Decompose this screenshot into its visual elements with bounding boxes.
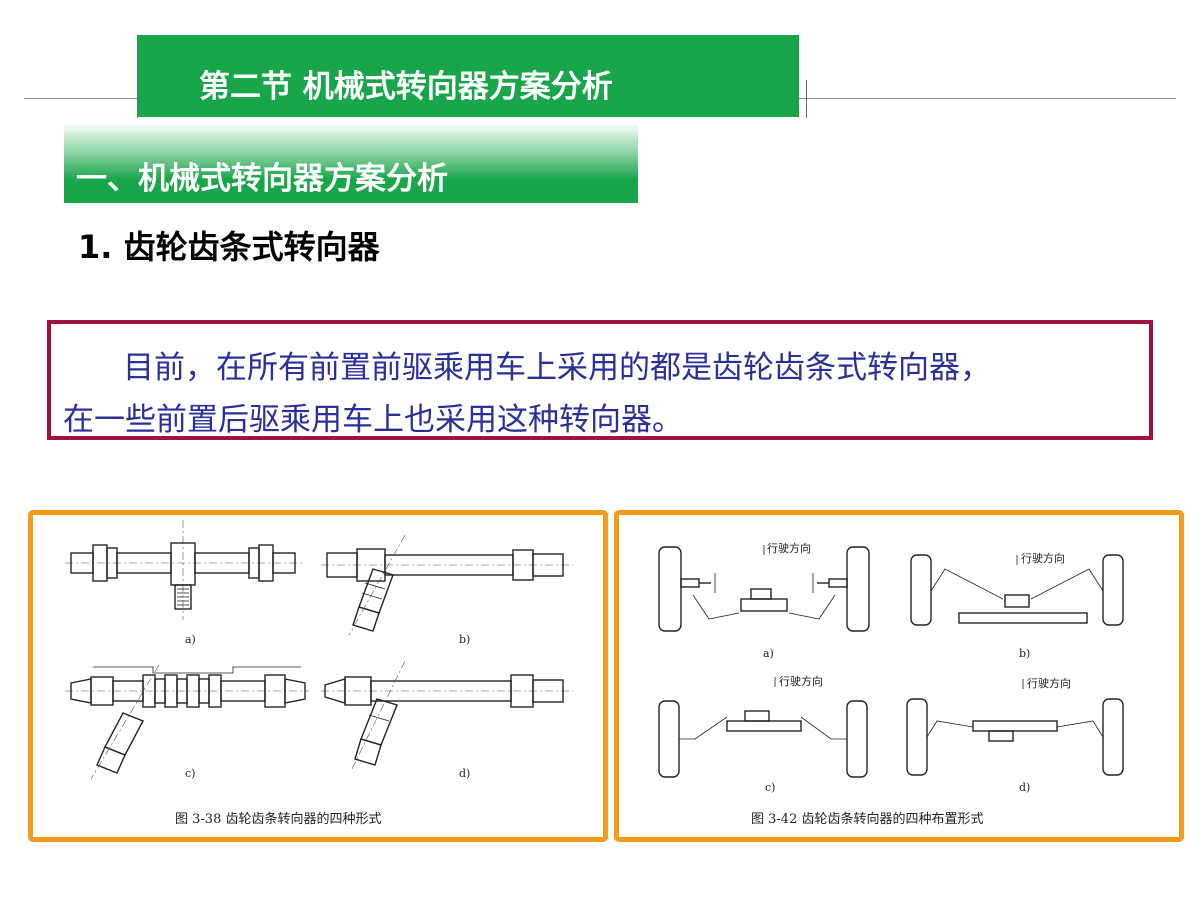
figure-rack-pinion-forms: a) b) bbox=[28, 510, 608, 842]
form-c-label: c) bbox=[185, 767, 195, 780]
layout-c-drawing bbox=[658, 677, 868, 778]
layout-d-direction-label: 行驶方向 bbox=[1027, 676, 1071, 690]
figure-rack-pinion-layouts: 行驶方向 a) 行驶方向 b) 行驶方向 c) bbox=[614, 510, 1184, 842]
layout-c-direction-label: 行驶方向 bbox=[779, 674, 823, 688]
layout-a-label: a) bbox=[763, 647, 774, 660]
heading: 1. 齿轮齿条式转向器 bbox=[78, 228, 380, 266]
header-rule-tick-right bbox=[806, 80, 807, 118]
paragraph-line-2: 在一些前置后驱乘用车上也采用这种转向器。 bbox=[63, 402, 683, 438]
layout-a-drawing bbox=[658, 545, 870, 632]
layout-c-label: c) bbox=[765, 781, 775, 794]
paragraph-line-1: 目前，在所有前置前驱乘用车上采用的都是齿轮齿条式转向器， bbox=[123, 350, 991, 386]
rack-pinion-forms-drawing: a) b) bbox=[65, 520, 573, 827]
section-title: 第二节 机械式转向器方案分析 bbox=[137, 35, 799, 117]
layout-d-drawing bbox=[906, 679, 1124, 776]
layout-d-label: d) bbox=[1019, 781, 1030, 794]
layout-b-drawing bbox=[910, 554, 1124, 626]
form-c-drawing bbox=[65, 664, 309, 780]
layout-a-direction-label: 行驶方向 bbox=[767, 541, 811, 555]
form-d-label: d) bbox=[459, 767, 470, 780]
figure-left-caption: 图 3-38 齿轮齿条转向器的四种形式 bbox=[175, 811, 381, 827]
layout-b-label: b) bbox=[1019, 647, 1030, 660]
form-a-label: a) bbox=[185, 633, 196, 646]
paragraph-box: 目前，在所有前置前驱乘用车上采用的都是齿轮齿条式转向器， 在一些前置后驱乘用车上… bbox=[47, 320, 1153, 440]
subsection-title: 一、机械式转向器方案分析 bbox=[64, 125, 638, 203]
figure-right-caption: 图 3-42 齿轮齿条转向器的四种布置形式 bbox=[751, 811, 983, 827]
form-a-drawing bbox=[65, 520, 303, 620]
form-b-label: b) bbox=[459, 633, 470, 646]
rack-pinion-layouts-drawing: 行驶方向 a) 行驶方向 b) 行驶方向 c) bbox=[658, 541, 1124, 827]
form-b-drawing bbox=[321, 534, 573, 636]
form-d-drawing bbox=[321, 660, 573, 772]
layout-b-direction-label: 行驶方向 bbox=[1021, 551, 1065, 565]
